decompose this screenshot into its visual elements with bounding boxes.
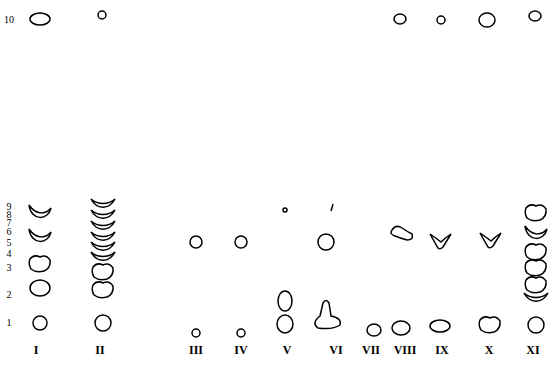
row-number: 2 <box>7 290 12 300</box>
row-number: 6 <box>7 227 12 237</box>
lane-label: IV <box>234 344 247 356</box>
lane-label: XI <box>526 344 539 356</box>
row-number: 1 <box>7 318 12 328</box>
lane-label: I <box>34 344 39 356</box>
lane-label: IX <box>435 344 448 356</box>
row-number: 3 <box>7 263 12 273</box>
row-number: 10 <box>4 15 14 25</box>
lane-label: X <box>485 344 494 356</box>
lane-label: III <box>189 344 203 356</box>
row-number: 4 <box>7 249 12 259</box>
lane-label: VI <box>329 344 342 356</box>
lane-label: V <box>283 344 292 356</box>
row-number: 5 <box>7 238 12 248</box>
lane-label: VII <box>362 344 380 356</box>
lane-label: II <box>95 344 104 356</box>
lane-label: VIII <box>394 344 417 356</box>
